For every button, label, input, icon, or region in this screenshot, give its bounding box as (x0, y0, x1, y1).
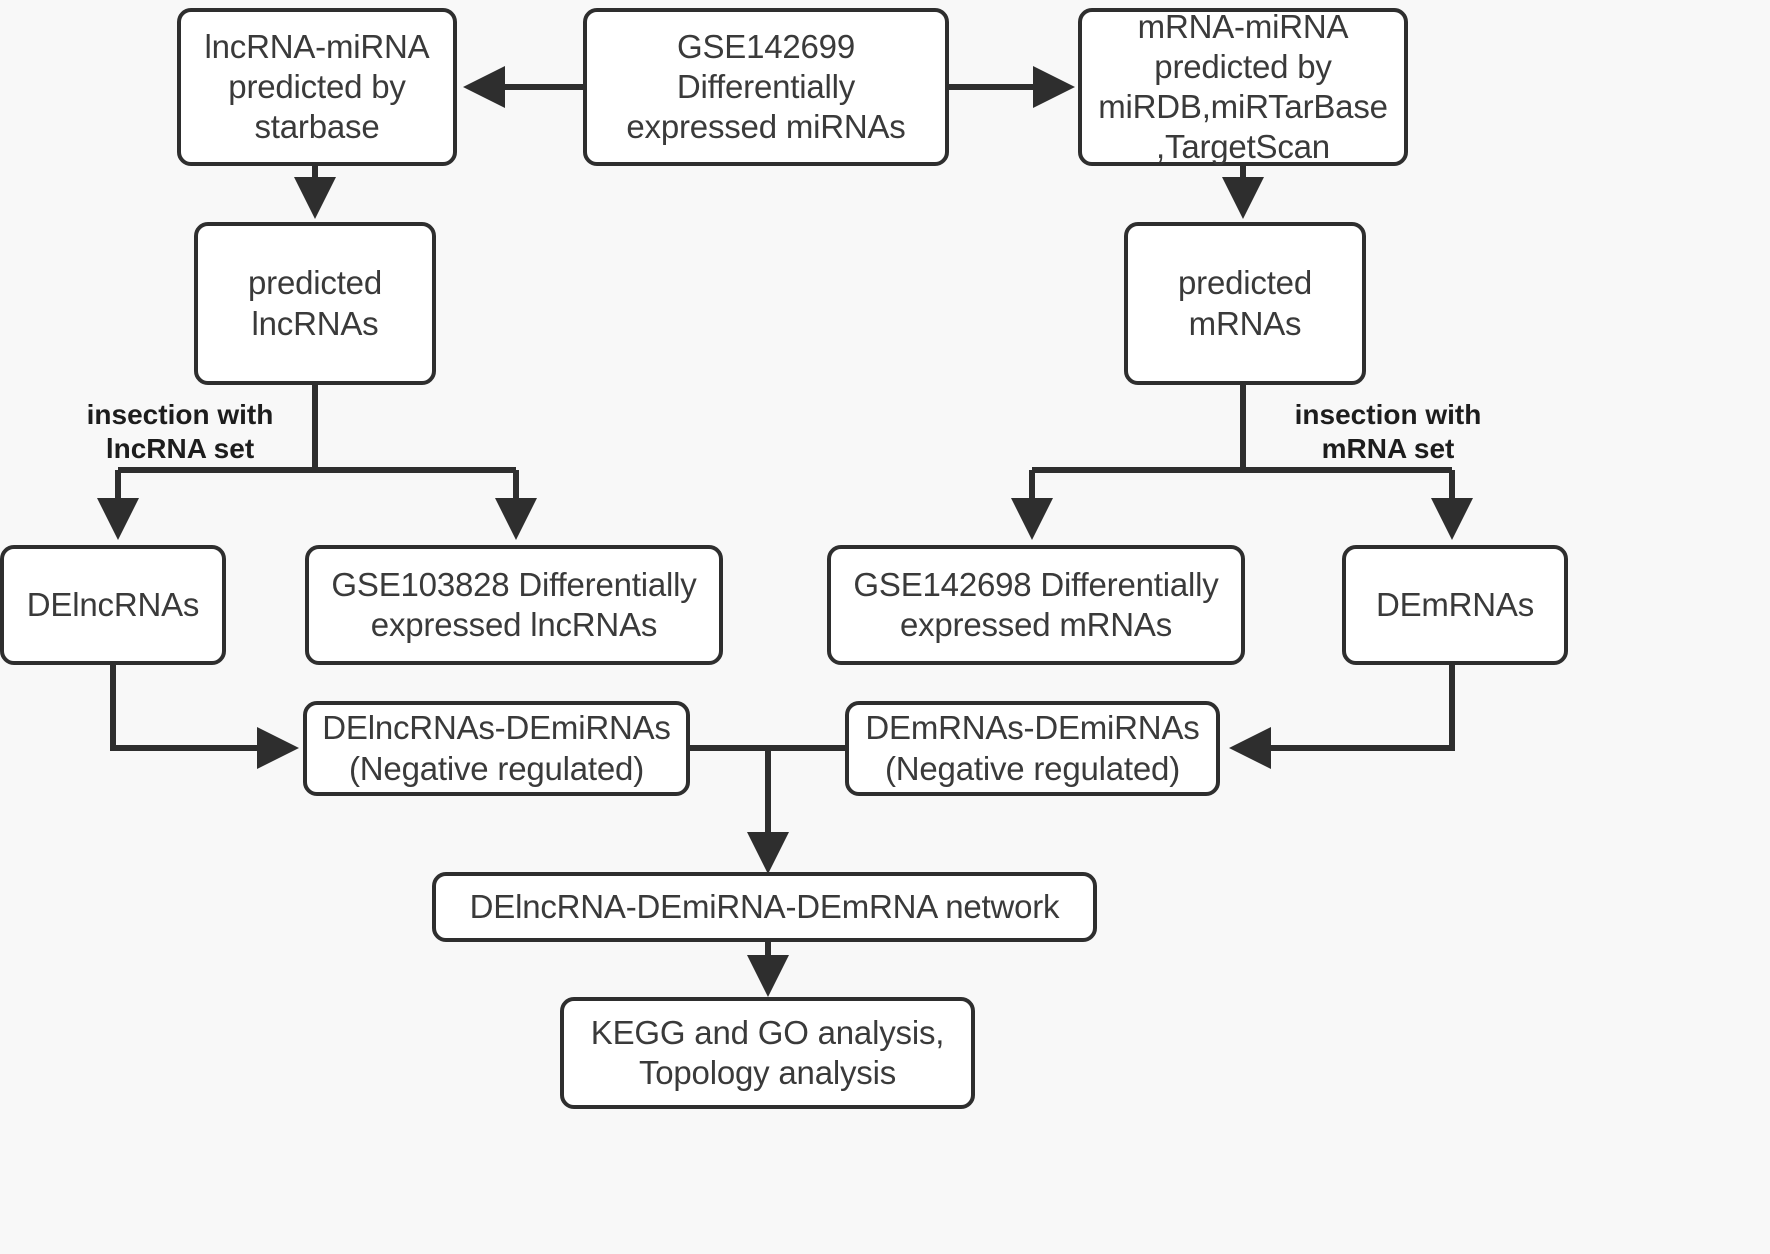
node-gse142698-de-mrnas[interactable]: GSE142698 Differentially expressed mRNAs (827, 545, 1245, 665)
node-label: DElncRNAs (26, 585, 200, 623)
node-label: DEmRNAs-DEmiRNAs (Negative regulated) (865, 709, 1200, 787)
node-demrnas[interactable]: DEmRNAs (1342, 545, 1568, 665)
node-label: predicted mRNAs (1178, 264, 1312, 342)
node-label: predicted lncRNAs (248, 264, 382, 342)
node-delncrnas-demirnas-negative-regulated[interactable]: DElncRNAs-DEmiRNAs (Negative regulated) (303, 701, 690, 796)
node-lncrna-mirna-predicted-by-starbase[interactable]: lncRNA-miRNA predicted by starbase (177, 8, 457, 166)
node-label: GSE142698 Differentially expressed mRNAs (853, 565, 1219, 643)
node-predicted-lncrnas[interactable]: predicted lncRNAs (194, 222, 436, 385)
node-gse142699-de-mirnas[interactable]: GSE142699 Differentially expressed miRNA… (583, 8, 949, 166)
node-mrna-mirna-predicted-by-mirdb[interactable]: mRNA-miRNA predicted by miRDB,miRTarBase… (1078, 8, 1408, 166)
node-label: lncRNA-miRNA predicted by starbase (204, 27, 430, 146)
node-delncrnas[interactable]: DElncRNAs (0, 545, 226, 665)
node-kegg-go-topology-analysis[interactable]: KEGG and GO analysis, Topology analysis (560, 997, 975, 1109)
node-demrnas-demirnas-negative-regulated[interactable]: DEmRNAs-DEmiRNAs (Negative regulated) (845, 701, 1220, 796)
node-label: mRNA-miRNA predicted by miRDB,miRTarBase… (1098, 7, 1388, 166)
node-label: GSE103828 Differentially expressed lncRN… (331, 565, 697, 643)
edge-label-insection-with-lncrna-set: insection with lncRNA set (86, 399, 274, 464)
node-label: DElncRNA-DEmiRNA-DEmRNA network (469, 887, 1060, 925)
node-label: DEmRNAs (1375, 585, 1535, 623)
node-delncrna-demirna-demrna-network[interactable]: DElncRNA-DEmiRNA-DEmRNA network (432, 872, 1097, 942)
node-label: KEGG and GO analysis, Topology analysis (590, 1013, 945, 1091)
node-label: GSE142699 Differentially expressed miRNA… (626, 27, 906, 146)
edge-demrnas-to-negative-box (1229, 664, 1455, 769)
edge-negative-boxes-to-network (690, 745, 848, 874)
node-label: DElncRNAs-DEmiRNAs (Negative regulated) (322, 709, 671, 787)
node-predicted-mrnas[interactable]: predicted mRNAs (1124, 222, 1366, 385)
edge-delncrnas-to-negative-box (110, 664, 299, 769)
node-gse103828-de-lncrnas[interactable]: GSE103828 Differentially expressed lncRN… (305, 545, 723, 665)
edge-label-insection-with-mrna-set: insection with mRNA set (1294, 399, 1482, 464)
